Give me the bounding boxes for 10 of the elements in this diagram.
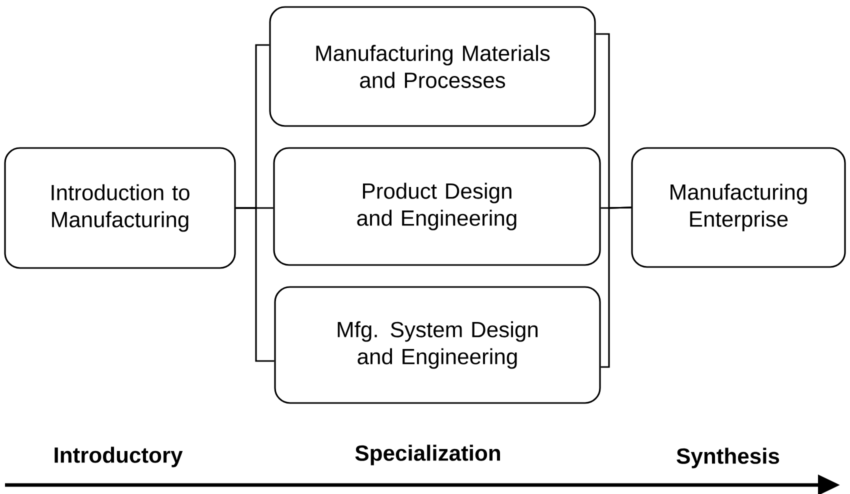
stage-label: Introductory xyxy=(54,446,183,468)
stage-box: Introduction to Manufacturing xyxy=(4,147,236,269)
stage-label: Synthesis xyxy=(676,448,780,468)
stage-box: Manufacturing Materials and Processes xyxy=(269,6,596,127)
stage-box: Manufacturing Enterprise xyxy=(631,147,846,268)
connector-line xyxy=(236,207,274,362)
stage-box: Product Design and Engineering xyxy=(273,147,601,266)
stage-box: Mfg. System Design and Engineering xyxy=(274,286,601,404)
stage-label: Specialization xyxy=(355,444,500,466)
connector-line xyxy=(600,206,632,368)
